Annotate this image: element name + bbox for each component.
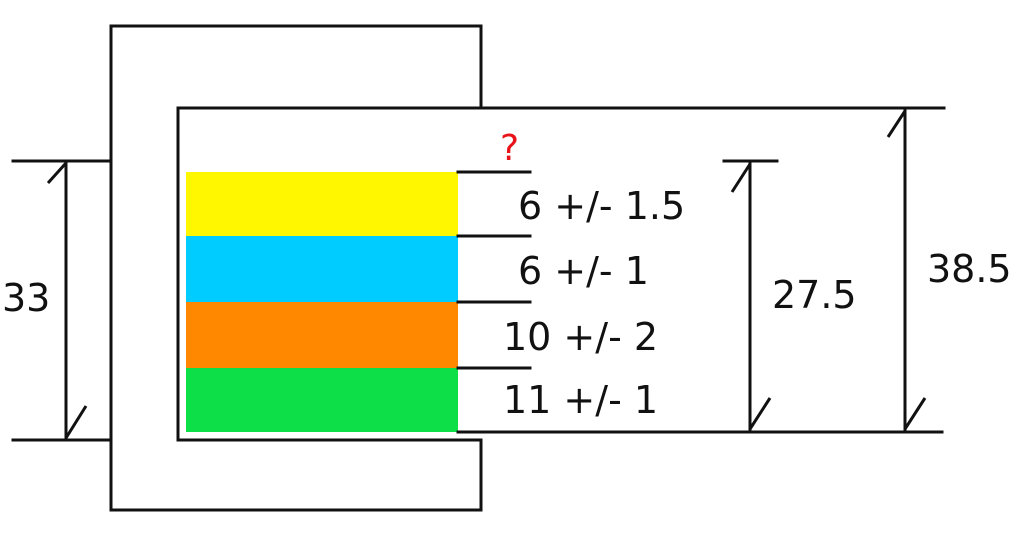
layer-label-4: 11 +/- 1 [503, 378, 658, 422]
right-dim-label: 38.5 [927, 247, 1012, 291]
right-dim-tick-top [886, 110, 907, 138]
mid-dim-label: 27.5 [772, 273, 857, 317]
layer-label-2: 6 +/- 1 [518, 249, 649, 293]
mid-dim-tick-top [730, 163, 752, 193]
unknown-gap-label: ? [500, 128, 519, 169]
left-dim-tick-top [46, 161, 68, 185]
layer-bar-1 [186, 172, 458, 236]
left-dim-tick-bottom [64, 405, 88, 439]
right-dim-tick-bottom [903, 397, 927, 430]
layer-bar-4 [186, 368, 458, 432]
left-dim-label: 33 [2, 276, 50, 320]
layer-label-1: 6 +/- 1.5 [518, 184, 685, 228]
layer-label-3: 10 +/- 2 [503, 315, 658, 359]
housing-outline [109, 24, 483, 512]
layer-bar-3 [186, 302, 458, 368]
layer-bar-2 [186, 236, 458, 302]
mid-dim-tick-bottom [748, 397, 772, 430]
